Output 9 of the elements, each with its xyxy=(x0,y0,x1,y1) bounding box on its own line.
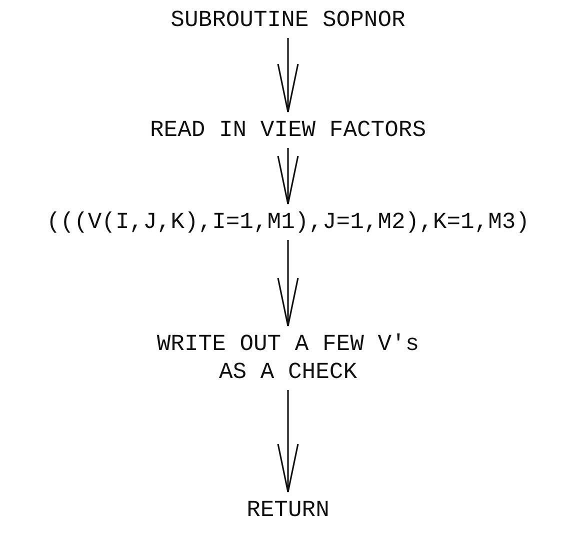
statement-text: SUBROUTINE SOPNOR xyxy=(138,6,438,34)
statement-text: (((V(I,J,K),I=1,M1),J=1,M2),K=1,M3) xyxy=(8,208,568,236)
arrow xyxy=(277,240,299,327)
arrow xyxy=(277,38,299,113)
statement-text: WRITE OUT A FEW V's AS A CHECK xyxy=(143,330,433,386)
statement-text: READ IN VIEW FACTORS xyxy=(118,116,458,144)
arrow xyxy=(277,148,299,205)
arrow xyxy=(277,390,299,493)
statement-text: RETURN xyxy=(238,496,338,524)
